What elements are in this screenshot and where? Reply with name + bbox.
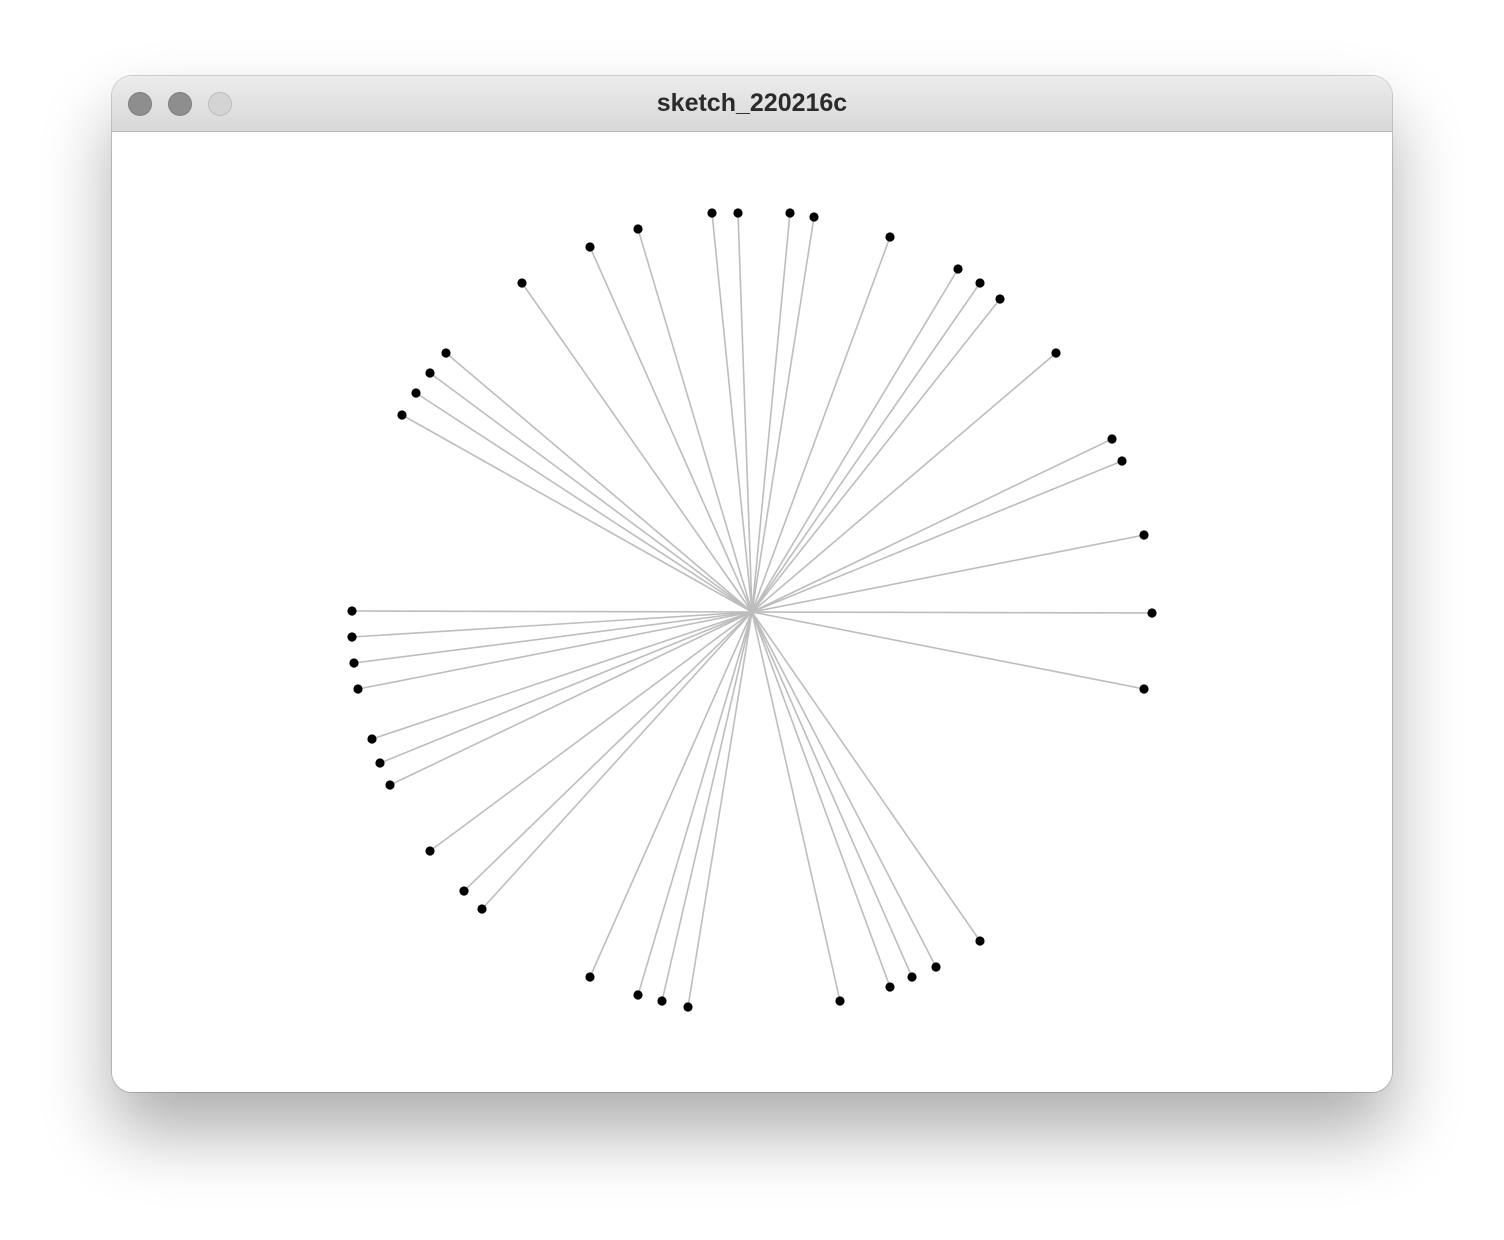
sketch-line-25 (751, 298, 1001, 613)
sketch-line-2 (353, 611, 753, 664)
sketch-point-31 (733, 208, 743, 218)
sketch-line-4 (371, 611, 753, 740)
sketch-point-10 (585, 972, 595, 982)
sketch-point-1 (347, 632, 357, 642)
sketch-point-5 (375, 758, 385, 768)
sketch-line-1 (351, 611, 753, 638)
sketch-line-14 (751, 611, 841, 1002)
lines-layer (351, 212, 1153, 1008)
sketch-point-34 (585, 242, 595, 252)
window-title: sketch_220216c (656, 89, 848, 117)
sketch-point-35 (517, 278, 527, 288)
sketch-point-24 (1051, 348, 1061, 358)
sketch-line-34 (589, 246, 753, 613)
sketch-line-36 (445, 352, 753, 613)
sketch-point-32 (707, 208, 717, 218)
sketch-line-7 (429, 611, 753, 852)
sketch-point-19 (1139, 684, 1149, 694)
title-bar[interactable]: sketch_220216c (112, 76, 1392, 132)
sketch-point-18 (975, 936, 985, 946)
sketch-line-24 (751, 352, 1057, 613)
sketch-line-5 (379, 611, 753, 764)
sketch-line-22 (751, 460, 1123, 613)
sketch-point-28 (885, 232, 895, 242)
sketch-line-33 (637, 228, 753, 613)
app-window: sketch_220216c (112, 76, 1392, 1092)
sketch-line-6 (389, 611, 753, 786)
sketch-point-36 (441, 348, 451, 358)
sketch-point-4 (367, 734, 377, 744)
sketch-point-8 (459, 886, 469, 896)
sketch-line-31 (737, 212, 753, 613)
sketch-point-29 (809, 212, 819, 222)
sketch-drawing (347, 208, 1157, 1012)
sketch-point-11 (633, 990, 643, 1000)
sketch-point-27 (953, 264, 963, 274)
points-layer (347, 208, 1157, 1012)
sketch-line-37 (429, 372, 753, 613)
minimize-icon[interactable] (168, 92, 192, 116)
sketch-point-6 (385, 780, 395, 790)
sketch-line-9 (481, 611, 753, 910)
sketch-point-17 (931, 962, 941, 972)
sketch-point-14 (835, 996, 845, 1006)
sketch-point-3 (353, 684, 363, 694)
sketch-line-32 (711, 212, 753, 613)
sketch-point-25 (995, 294, 1005, 304)
sketch-line-20 (751, 611, 1153, 614)
sketch-point-13 (683, 1002, 693, 1012)
sketch-line-38 (415, 392, 753, 613)
sketch-line-27 (751, 268, 959, 613)
sketch-line-39 (401, 414, 753, 613)
sketch-point-0 (347, 606, 357, 616)
sketch-point-2 (349, 658, 359, 668)
sketch-canvas[interactable] (112, 132, 1392, 1092)
sketch-line-11 (637, 611, 753, 996)
sketch-point-21 (1139, 530, 1149, 540)
sketch-point-20 (1147, 608, 1157, 618)
sketch-line-17 (751, 611, 937, 968)
sketch-point-15 (885, 982, 895, 992)
sketch-point-16 (907, 972, 917, 982)
sketch-line-16 (751, 611, 913, 978)
sketch-point-30 (785, 208, 795, 218)
sketch-line-15 (751, 611, 891, 988)
sketch-line-18 (751, 611, 981, 942)
sketch-point-23 (1107, 434, 1117, 444)
sketch-line-23 (751, 438, 1113, 613)
sketch-point-9 (477, 904, 487, 914)
sketch-line-12 (661, 611, 753, 1002)
sketch-line-28 (751, 236, 891, 613)
sketch-line-26 (751, 282, 981, 613)
sketch-point-37 (425, 368, 435, 378)
sketch-line-29 (751, 216, 815, 613)
sketch-line-3 (357, 611, 753, 690)
sketch-line-8 (463, 611, 753, 892)
sketch-line-19 (751, 611, 1145, 690)
sketch-point-33 (633, 224, 643, 234)
sketch-line-21 (751, 534, 1145, 613)
sketch-point-12 (657, 996, 667, 1006)
sketch-point-7 (425, 846, 435, 856)
sketch-point-22 (1117, 456, 1127, 466)
sketch-line-13 (687, 611, 753, 1008)
sketch-line-10 (589, 611, 753, 978)
sketch-point-26 (975, 278, 985, 288)
sketch-line-0 (351, 610, 753, 613)
sketch-line-30 (751, 212, 791, 613)
close-icon[interactable] (128, 92, 152, 116)
sketch-line-35 (521, 282, 753, 613)
sketch-point-38 (411, 388, 421, 398)
zoom-icon[interactable] (208, 92, 232, 116)
sketch-point-39 (397, 410, 407, 420)
